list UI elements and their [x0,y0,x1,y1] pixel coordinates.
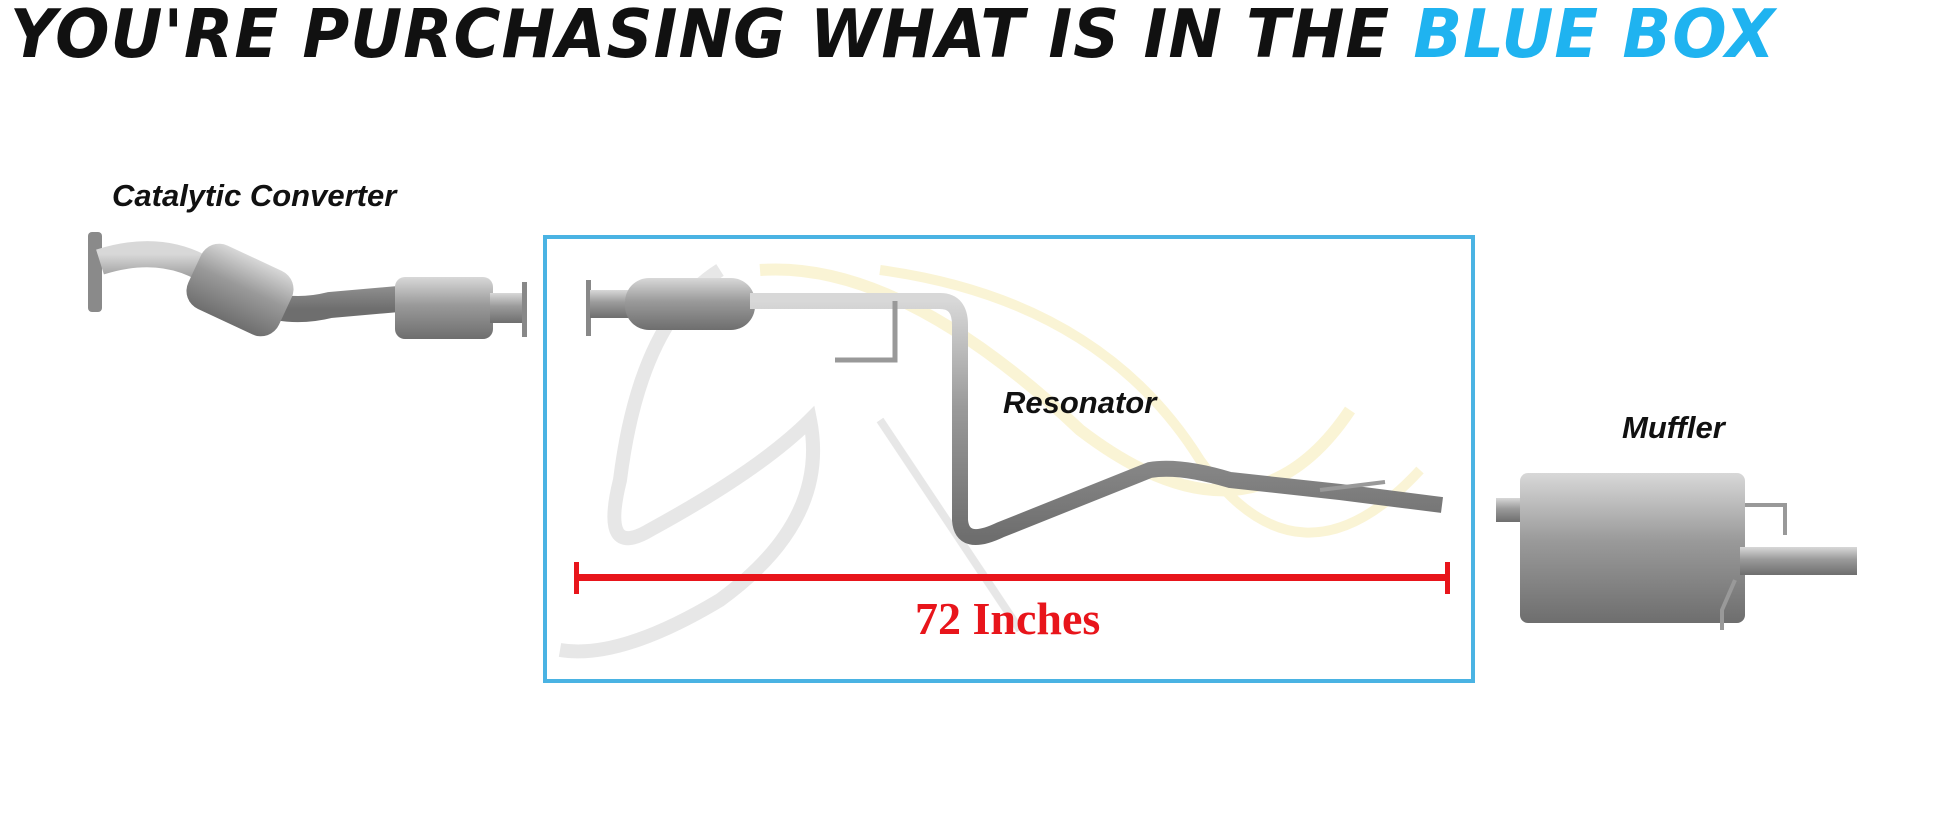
muffler-image [1496,473,1857,630]
banner-prefix: YOU'RE PURCHASING WHAT IS IN THE [10,0,1414,74]
blue-box-highlight [543,235,1475,683]
catalytic-converter-label: Catalytic Converter [112,178,397,213]
resonator-pipe-image [586,278,1444,545]
catalytic-converter-image [88,232,527,339]
banner-title: YOU'RE PURCHASING WHAT IS IN THE BLUE BO… [10,0,1940,74]
length-measure-line [574,562,1450,594]
resonator-label: Resonator [1003,385,1157,420]
muffler-label: Muffler [1622,410,1725,445]
banner-highlight: BLUE BOX [1413,0,1776,74]
length-label: 72 Inches [915,593,1101,644]
